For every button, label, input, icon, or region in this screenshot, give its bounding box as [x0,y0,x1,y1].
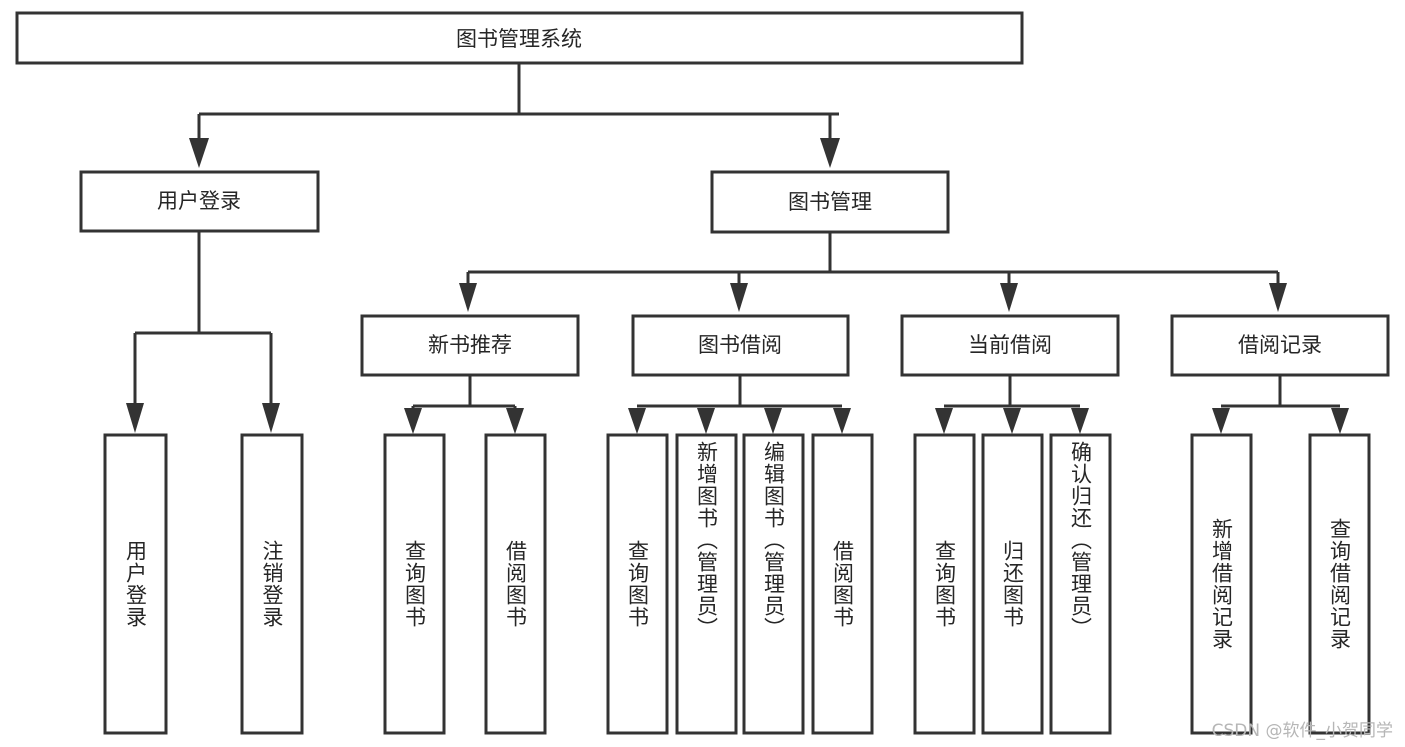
node-user-login-box[interactable] [79,170,320,233]
node-book-manage[interactable]: 图书管理 [710,170,950,234]
leaf-group-book-borrow [606,433,874,735]
leaf-group-user-login [103,433,304,735]
connector-group-book-borrow [628,375,851,434]
arrow-head-br-leaf1 [1212,408,1230,434]
leaf-box-user-login-1[interactable] [103,433,168,735]
connector-group-root [189,63,840,168]
leaf-box-book-borrow-3[interactable] [742,433,805,735]
connector-group-borrow-record [1212,375,1349,434]
leaf-box-book-borrow-2[interactable] [675,433,738,735]
leaf-box-current-borrow-2[interactable] [981,433,1044,735]
arrow-head-cb-leaf1 [935,408,953,434]
leaf-box-book-borrow-1[interactable] [606,433,669,735]
node-new-book-label: 新书推荐 [428,333,512,357]
node-borrow-record-label: 借阅记录 [1238,333,1322,357]
leaf-group-new-book [383,433,547,735]
arrow-head-user-login [189,138,209,168]
node-book-borrow-box[interactable] [631,314,850,377]
node-user-login[interactable]: 用户登录 [79,170,320,233]
node-book-manage-label: 图书管理 [788,190,872,214]
arrow-head-cb-leaf2 [1003,408,1021,434]
node-book-manage-box[interactable] [710,170,950,234]
arrow-head-nb-leaf1 [404,408,422,434]
node-user-login-label: 用户登录 [157,189,241,213]
arrow-head-borrow-record [1269,283,1287,312]
arrow-head-bb-leaf1 [628,408,646,434]
node-root[interactable]: 图书管理系统 [15,11,1024,65]
arrow-head-book-manage [820,138,840,168]
arrow-head-nb-leaf2 [506,408,524,434]
leaf-box-new-book-2[interactable] [484,433,547,735]
connector-group-current-borrow [935,375,1089,434]
arrow-head-new-book [459,283,477,312]
node-borrow-record-box[interactable] [1170,314,1390,377]
arrow-head-cb-leaf3 [1071,408,1089,434]
leaf-box-book-borrow-4[interactable] [811,433,874,735]
arrow-head-bb-leaf2 [697,408,715,434]
arrow-head-bb-leaf3 [764,408,782,434]
arrow-head-ul-leaf1 [126,403,144,433]
leaf-box-new-book-1[interactable] [383,433,446,735]
connector-group-new-book [404,375,524,434]
node-borrow-record[interactable]: 借阅记录 [1170,314,1390,377]
node-current-borrow-box[interactable] [900,314,1120,377]
connector-group-user-login [126,231,280,433]
leaf-group-borrow-record [1190,433,1371,735]
node-root-label: 图书管理系统 [456,27,582,51]
arrow-head-bb-leaf4 [833,408,851,434]
node-current-borrow[interactable]: 当前借阅 [900,314,1120,377]
node-book-borrow-label: 图书借阅 [698,333,782,357]
node-new-book-recommend[interactable]: 新书推荐 [360,314,580,377]
arrow-head-current-borrow [1000,283,1018,312]
leaf-box-user-login-2[interactable] [240,433,304,735]
arrow-head-br-leaf2 [1331,408,1349,434]
node-new-book-box[interactable] [360,314,580,377]
leaf-box-borrow-record-1[interactable] [1190,433,1253,735]
leaf-group-current-borrow [913,433,1112,735]
node-book-borrow[interactable]: 图书借阅 [631,314,850,377]
leaf-box-current-borrow-3[interactable] [1049,433,1112,735]
connector-group-book-manage [459,232,1287,312]
node-root-box[interactable] [15,11,1024,65]
leaf-box-borrow-record-2[interactable] [1308,433,1371,735]
arrow-head-ul-leaf2 [262,403,280,433]
arrow-head-book-borrow [730,283,748,312]
leaf-box-current-borrow-1[interactable] [913,433,976,735]
node-current-borrow-label: 当前借阅 [968,333,1052,357]
